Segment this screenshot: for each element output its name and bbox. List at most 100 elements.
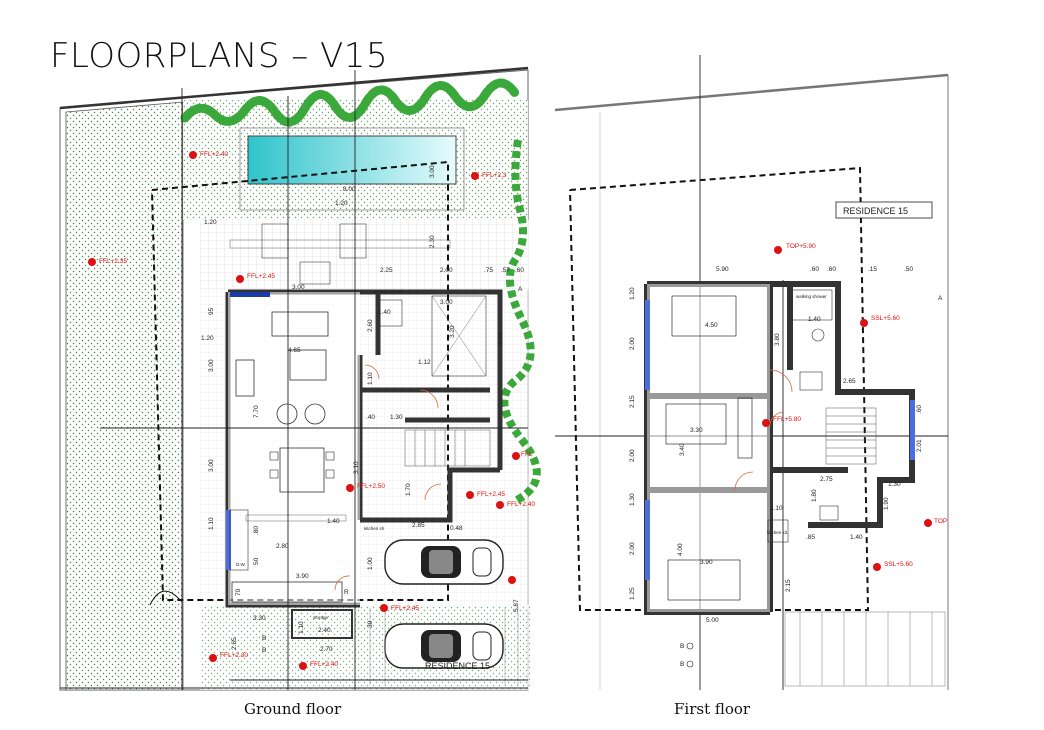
ground-window bbox=[230, 292, 270, 297]
level-marker: FFL+2.45 bbox=[247, 273, 275, 280]
first-dim: 4.00 bbox=[677, 543, 684, 556]
ground-dim: 3.00 bbox=[208, 459, 215, 472]
ground-dim: 50 bbox=[253, 557, 260, 565]
level-marker: FFL+2.45 bbox=[477, 491, 505, 498]
ground-stairs bbox=[404, 429, 491, 467]
ground-dim: 1.40 bbox=[378, 309, 391, 316]
ground-dim: 1.40 bbox=[327, 518, 340, 525]
ground-dim: 3.00 bbox=[208, 359, 215, 372]
first-dim: 1.90 bbox=[883, 497, 890, 510]
first-dim: 2.15 bbox=[629, 395, 636, 408]
first-dim: 2.01 bbox=[916, 439, 923, 452]
first-section-marker: B bbox=[680, 643, 684, 650]
first-floor-caption: First floor bbox=[674, 700, 751, 718]
ground-section-marker: B bbox=[262, 647, 266, 654]
first-dim: 1.40 bbox=[808, 316, 821, 323]
first-residence-box bbox=[835, 201, 933, 219]
level-marker: FFL bbox=[521, 451, 533, 458]
ground-pool bbox=[247, 135, 457, 185]
ground-room-label: walking shower bbox=[373, 289, 404, 294]
ground-dim: 1.10 bbox=[367, 372, 374, 385]
ground-sofa bbox=[271, 311, 329, 337]
first-dim: 1.10 bbox=[770, 505, 783, 512]
first-dim: .15 bbox=[868, 266, 877, 273]
ground-car bbox=[384, 539, 504, 585]
first-dim: 1.30 bbox=[629, 493, 636, 506]
ground-dim: 30 bbox=[367, 620, 374, 628]
ground-dim: 2.30 bbox=[429, 235, 436, 248]
first-dimensions: 5.90 .60 .60 .15 .50 1.20 2.00 2.15 2.00… bbox=[629, 266, 923, 624]
first-dim: 1.40 bbox=[850, 534, 863, 541]
ground-car bbox=[384, 623, 504, 669]
ground-hedge-right bbox=[500, 139, 541, 504]
page-title: FLOORPLANS – V15 bbox=[50, 36, 389, 76]
ground-dim: 70 bbox=[235, 588, 242, 596]
first-dim: 1.25 bbox=[629, 587, 636, 600]
first-window bbox=[645, 500, 650, 580]
ground-window bbox=[226, 510, 231, 570]
ground-dim: 1.10 bbox=[298, 621, 305, 634]
ground-room-label: D.W. bbox=[236, 562, 246, 567]
level-marker: FFL+2.50 bbox=[357, 483, 385, 490]
ground-kitchen bbox=[231, 581, 343, 603]
ground-dim: 3.00 bbox=[292, 284, 305, 291]
ground-dim: 2.00 bbox=[440, 267, 453, 274]
level-marker: FFL+2.40 bbox=[200, 151, 228, 158]
first-dim: 2.75 bbox=[820, 476, 833, 483]
ground-room-label: storage bbox=[313, 615, 329, 620]
first-dim: 4.50 bbox=[705, 322, 718, 329]
ground-dim: 1.10 bbox=[208, 517, 215, 530]
ground-dim: 1.12 bbox=[418, 359, 431, 366]
ground-dim: 1.20 bbox=[204, 219, 217, 226]
ground-dim: 95 bbox=[208, 307, 215, 315]
ground-dim: 2.60 bbox=[367, 319, 374, 332]
first-dim: 3.90 bbox=[700, 559, 713, 566]
ground-dim: 7.70 bbox=[253, 405, 260, 418]
ground-dim: .75 bbox=[484, 267, 493, 274]
first-dim: 3.80 bbox=[774, 333, 781, 346]
level-marker: FFL+2.35 bbox=[99, 258, 127, 265]
ground-dim: 3.90 bbox=[296, 573, 309, 580]
level-marker: TOP+5.90 bbox=[786, 243, 816, 250]
first-dim: 3.40 bbox=[679, 443, 686, 456]
ground-section-marker: B bbox=[262, 635, 266, 642]
first-dim: .85 bbox=[806, 534, 815, 541]
first-dim: 2.00 bbox=[629, 542, 636, 555]
first-dim: .50 bbox=[904, 266, 913, 273]
ground-dim: .57 bbox=[501, 267, 510, 274]
ground-room-label: kitchen sh bbox=[364, 526, 385, 531]
first-level-markers: TOP+5.90 SSL+5.60 FFL+5.80 SSL+5.60 TOP bbox=[762, 243, 947, 571]
first-dim: 1.30 bbox=[888, 481, 901, 488]
ground-dim: 2.25 bbox=[380, 267, 393, 274]
first-dim: 2.00 bbox=[629, 337, 636, 350]
first-dim: .60 bbox=[916, 405, 923, 414]
level-marker: SSL+5.60 bbox=[884, 561, 913, 568]
ground-section-marker: A bbox=[518, 286, 523, 293]
first-bed bbox=[665, 295, 741, 601]
ground-dim: 2.85 bbox=[412, 522, 425, 529]
ground-dimensions: 2.25 2.00 .75 .57 .60 3.00 1.40 2.60 3.2… bbox=[201, 267, 524, 653]
ground-dim: .40 bbox=[366, 414, 375, 421]
first-dim: 3.30 bbox=[690, 427, 703, 434]
level-marker: FFL+2.3 bbox=[482, 172, 507, 179]
first-dim: 5.90 bbox=[716, 266, 729, 273]
ground-dining-table bbox=[279, 447, 325, 493]
ground-dim: 1.20 bbox=[335, 200, 348, 207]
first-dim: 5.00 bbox=[706, 617, 719, 624]
level-marker: TOP bbox=[934, 518, 947, 525]
first-roof-outline bbox=[569, 166, 870, 611]
ground-room-label: R bbox=[344, 589, 349, 596]
level-marker: FFL+5.80 bbox=[773, 416, 801, 423]
first-dim: 1.80 bbox=[811, 489, 818, 502]
first-window bbox=[910, 400, 915, 460]
first-residence-label: RESIDENCE 15 bbox=[843, 206, 908, 216]
ground-dim: 5.87 bbox=[513, 599, 520, 612]
ground-dim: 8.00 bbox=[343, 186, 356, 193]
first-section-marker: A bbox=[938, 295, 943, 302]
level-marker: FFL+2.45 bbox=[391, 605, 419, 612]
ground-dim: 3.00 bbox=[429, 165, 436, 178]
first-room-label: kitchen kit bbox=[767, 530, 788, 535]
ground-dim: 3.00 bbox=[440, 299, 453, 306]
level-marker: SSL+5.60 bbox=[871, 315, 900, 322]
